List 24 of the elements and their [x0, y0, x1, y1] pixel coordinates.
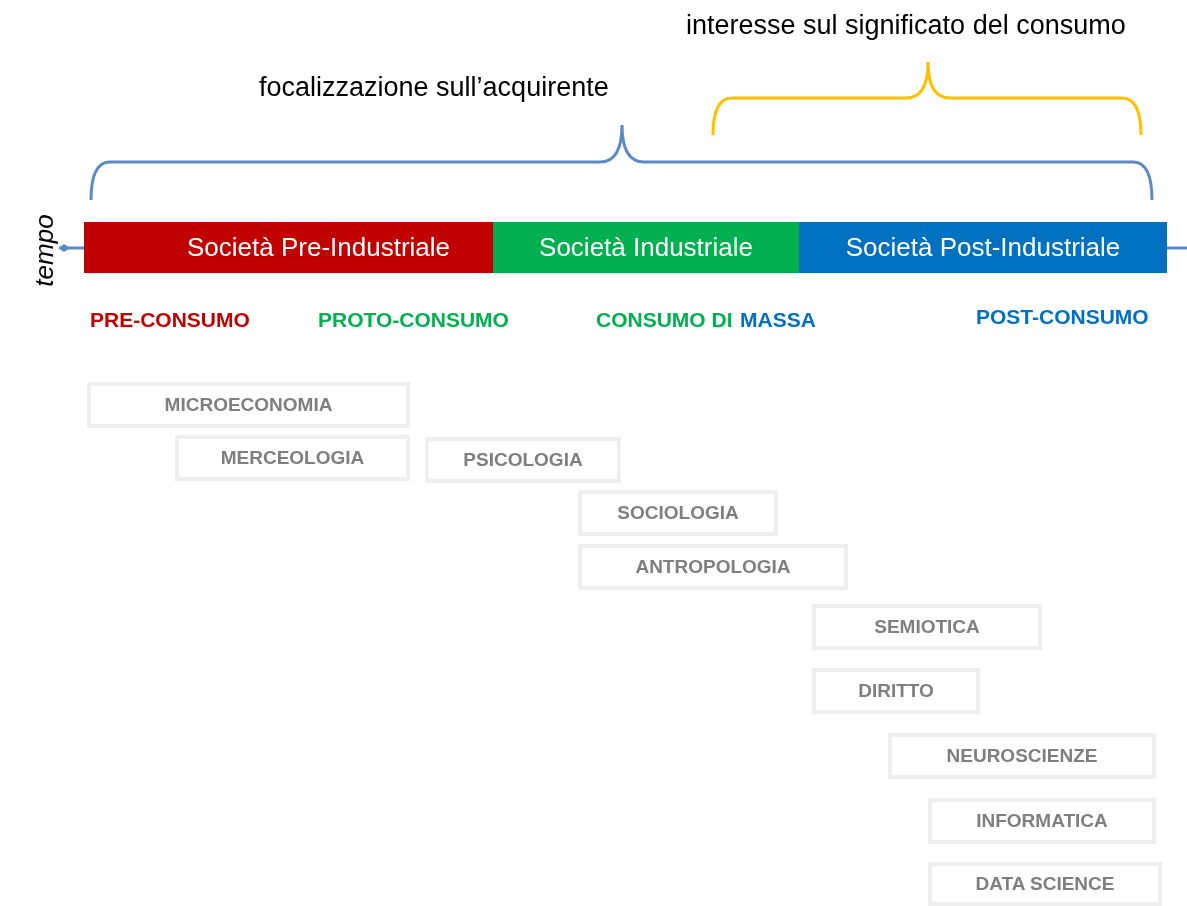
phase-label: PRE-CONSUMO: [90, 308, 250, 332]
era-label: Società Pre-Industriale: [187, 232, 450, 263]
discipline-label: INFORMATICA: [976, 810, 1108, 832]
phase-label: PROTO-CONSUMO: [318, 308, 509, 332]
era-label: Società Industriale: [539, 232, 753, 263]
axis-label: tempo: [28, 213, 60, 287]
era-label: Società Post-Industriale: [845, 232, 1121, 263]
era-band: [84, 222, 493, 273]
heading-label: interesse sul significato del consumo: [686, 10, 1126, 41]
era-band: [799, 222, 1167, 273]
phase-label: POST-CONSUMO: [976, 305, 1149, 329]
discipline-label: DATA SCIENCE: [975, 873, 1115, 895]
discipline-label: DIRITTO: [858, 680, 934, 702]
discipline-label: MICROECONOMIA: [164, 394, 333, 416]
phase-label: MASSA: [740, 308, 816, 332]
era-band: [493, 222, 799, 273]
discipline-label: ANTROPOLOGIA: [635, 556, 791, 578]
discipline-label: SOCIOLOGIA: [617, 502, 739, 524]
heading-label: focalizzazione sull’acquirente: [259, 72, 609, 103]
discipline-label: NEUROSCIENZE: [946, 745, 1098, 767]
phase-label: CONSUMO DI: [596, 308, 733, 332]
discipline-label: PSICOLOGIA: [463, 449, 583, 471]
discipline-label: SEMIOTICA: [874, 616, 980, 638]
discipline-label: MERCEOLOGIA: [220, 447, 365, 469]
